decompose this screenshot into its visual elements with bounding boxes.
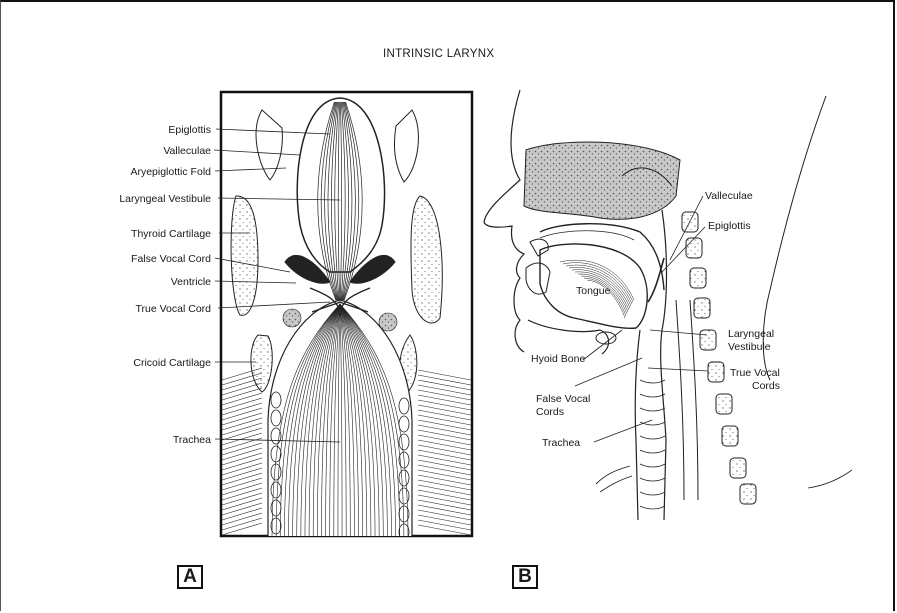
panel-b-illustration: [484, 90, 852, 520]
label-b-true-vocal-cords-2: Cords: [752, 380, 780, 392]
illustration-stroke: [694, 298, 710, 318]
illustration-stroke: [708, 362, 724, 382]
label-a-thyroid-cartilage: Thyroid Cartilage: [131, 228, 211, 240]
illustration-stroke: [640, 464, 665, 467]
illustration-stroke: [722, 426, 738, 446]
panel-b-labels: Valleculae Epiglottis Tongue Laryngeal V…: [531, 190, 780, 449]
label-b-false-vocal-cords-2: Cords: [536, 406, 564, 418]
panel-b-letter: B: [512, 565, 538, 589]
illustration-stroke: [686, 238, 702, 258]
panel-a-letter: A: [177, 565, 203, 589]
illustration-stroke: [640, 394, 665, 397]
illustration-stroke: [740, 484, 756, 504]
label-b-trachea: Trachea: [542, 437, 580, 449]
illustration-stroke: [640, 492, 665, 495]
panel-a-illustration: [221, 92, 472, 540]
illustration-stroke: [640, 450, 665, 453]
illustration-stroke: [730, 458, 746, 478]
illustration-stroke: [690, 268, 706, 288]
illustration-stroke: [640, 506, 665, 509]
label-b-valleculae: Valleculae: [705, 190, 753, 202]
label-b-false-vocal-cords-1: False Vocal: [536, 393, 590, 405]
illustration-stroke: [700, 330, 716, 350]
label-a-cricoid-cartilage: Cricoid Cartilage: [133, 357, 211, 369]
label-a-trachea: Trachea: [173, 434, 211, 446]
label-a-laryngeal-vestibule: Laryngeal Vestibule: [119, 193, 211, 205]
label-b-laryngeal-vestibule-2: Vestibule: [728, 341, 771, 353]
label-a-epiglottis: Epiglottis: [168, 124, 211, 136]
label-b-hyoid-bone: Hyoid Bone: [531, 353, 585, 365]
illustration-stroke: [716, 394, 732, 414]
illustration-stroke: [640, 436, 665, 439]
label-a-valleculae: Valleculae: [163, 145, 211, 157]
label-a-ventricle: Ventricle: [171, 276, 211, 288]
label-a-false-vocal-cord: False Vocal Cord: [131, 253, 211, 265]
illustration-stroke: [640, 478, 665, 481]
label-b-laryngeal-vestibule-1: Laryngeal: [728, 328, 774, 340]
label-b-tongue: Tongue: [576, 285, 611, 297]
label-a-aryepiglottic-fold: Aryepiglottic Fold: [130, 166, 211, 178]
label-a-true-vocal-cord: True Vocal Cord: [136, 303, 212, 315]
panel-a-labels: Epiglottis Valleculae Aryepiglottic Fold…: [119, 124, 211, 446]
illustration-stroke: [640, 408, 665, 411]
label-b-true-vocal-cords-1: True Vocal: [730, 367, 780, 379]
label-b-epiglottis: Epiglottis: [708, 220, 751, 232]
